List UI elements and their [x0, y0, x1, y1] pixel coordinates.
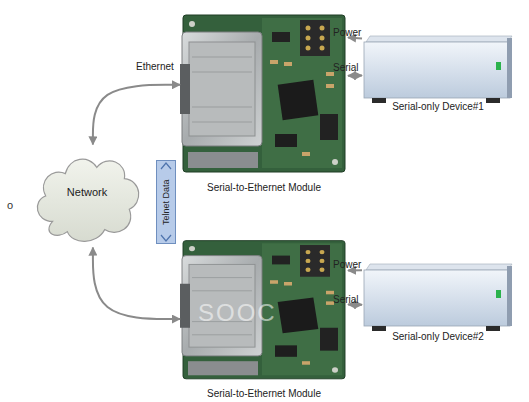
device-box [364, 36, 512, 103]
connector-label: Ethernet [136, 61, 174, 73]
module-photo [180, 241, 345, 379]
device-node: Serial-only Device#1 [362, 32, 514, 114]
connector [93, 248, 180, 319]
watermark: SOOC [198, 300, 277, 326]
network-label: Network [28, 186, 146, 198]
network-cloud: Network [28, 140, 146, 252]
device-node: Serial-only Device#2 [362, 262, 514, 344]
module-photo [180, 15, 345, 172]
connector [93, 85, 180, 145]
connector-label: Serial [333, 294, 359, 306]
connector-label: Power [333, 27, 361, 39]
band-label: Telnet Data [157, 161, 175, 243]
module-label: Serial-to-Ethernet Module [180, 182, 348, 194]
device-label: Serial-only Device#2 [362, 331, 514, 343]
connector-label: Power [333, 259, 361, 271]
device-label: Serial-only Device#1 [362, 101, 514, 113]
module-node: Serial-to-Ethernet Module [180, 12, 348, 194]
data-band: Telnet Data [156, 160, 176, 244]
device-box [364, 264, 512, 331]
connector [348, 74, 362, 76]
stray-mark: o [7, 199, 13, 212]
connector-label: Serial [333, 62, 359, 74]
module-label: Serial-to-Ethernet Module [180, 388, 348, 400]
cloud-shape [37, 159, 138, 241]
